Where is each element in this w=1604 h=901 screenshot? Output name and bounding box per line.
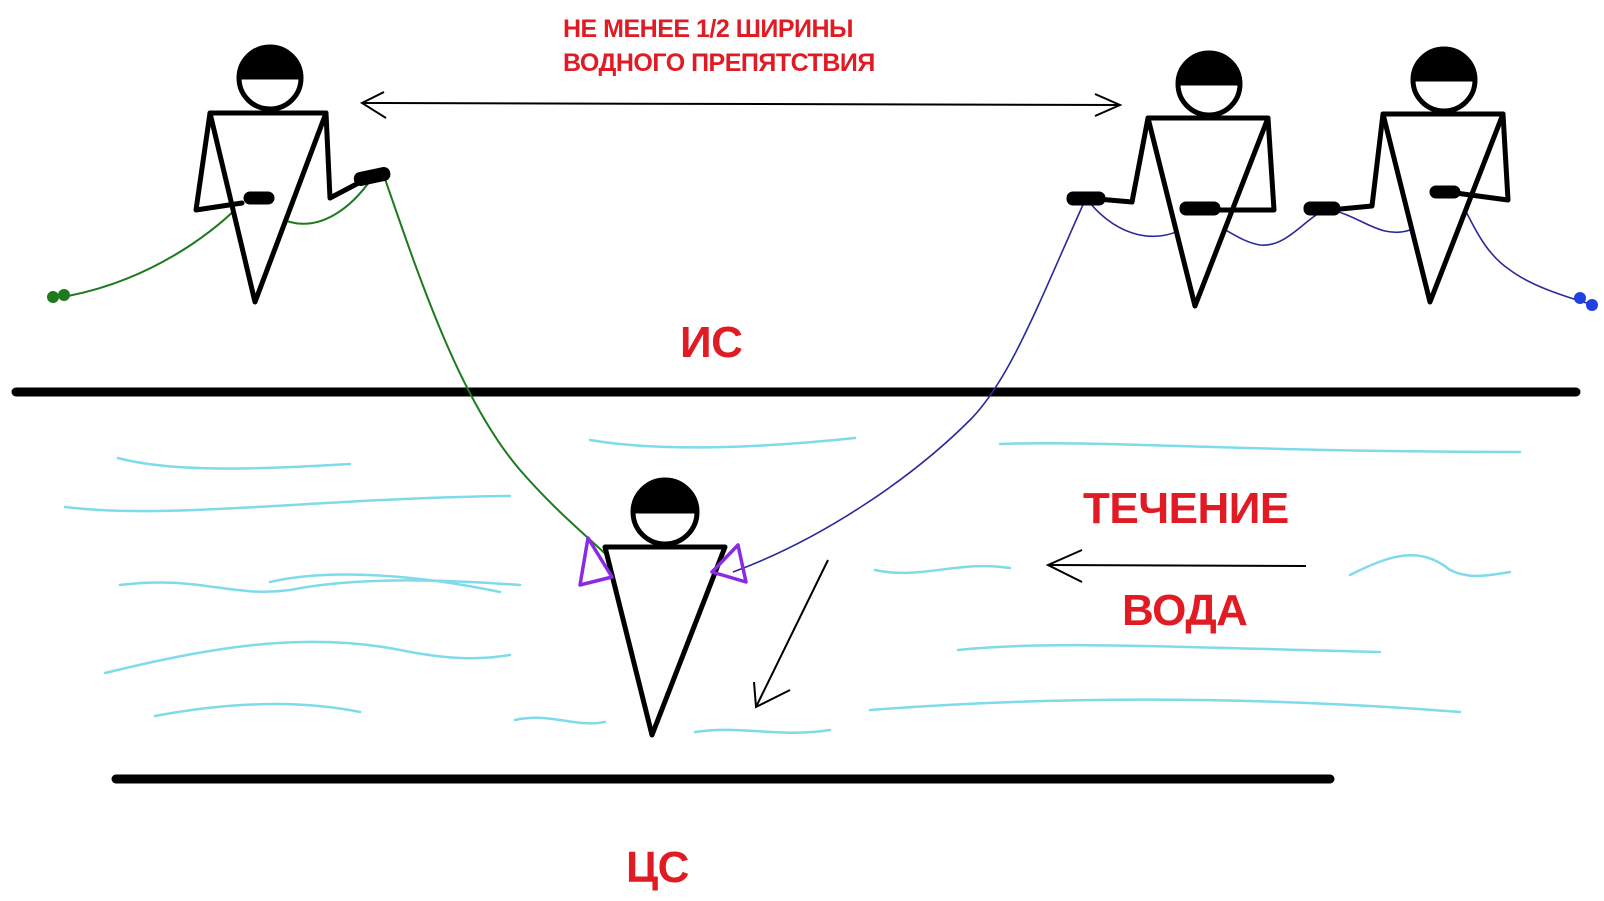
start-bank-label: ИС bbox=[680, 318, 743, 367]
green-throw-rope bbox=[383, 175, 613, 561]
water-label: ВОДА bbox=[1122, 586, 1248, 635]
green-rope-end bbox=[47, 289, 70, 303]
target-bank-label: ЦС bbox=[626, 843, 689, 892]
right-belayer-2-figure bbox=[1303, 46, 1511, 305]
distance-arrow bbox=[359, 91, 1123, 119]
drift-arrow bbox=[753, 559, 829, 709]
blue-rope-tail bbox=[1455, 193, 1591, 305]
distance-label-line2: ВОДНОГО ПРЕПЯТСТВИЯ bbox=[563, 49, 875, 77]
left-belayer-figure bbox=[193, 44, 391, 305]
green-rope-tail bbox=[67, 177, 373, 297]
blue-throw-rope bbox=[732, 197, 1087, 573]
blue-rope-between bbox=[1085, 197, 1446, 246]
current-arrow bbox=[1045, 549, 1307, 583]
right-belayer-1-figure bbox=[1066, 50, 1277, 309]
current-label: ТЕЧЕНИЕ bbox=[1083, 484, 1289, 533]
swimmer-floats bbox=[578, 536, 748, 587]
blue-rope-end bbox=[1574, 292, 1598, 311]
distance-label: НЕ МЕНЕЕ 1/2 ШИРИНЫ ВОДНОГО ПРЕПЯТСТВИЯ bbox=[563, 12, 875, 80]
water-waves bbox=[63, 436, 1522, 734]
distance-label-line1: НЕ МЕНЕЕ 1/2 ШИРИНЫ bbox=[563, 15, 853, 43]
swimmer-figure bbox=[602, 477, 728, 738]
